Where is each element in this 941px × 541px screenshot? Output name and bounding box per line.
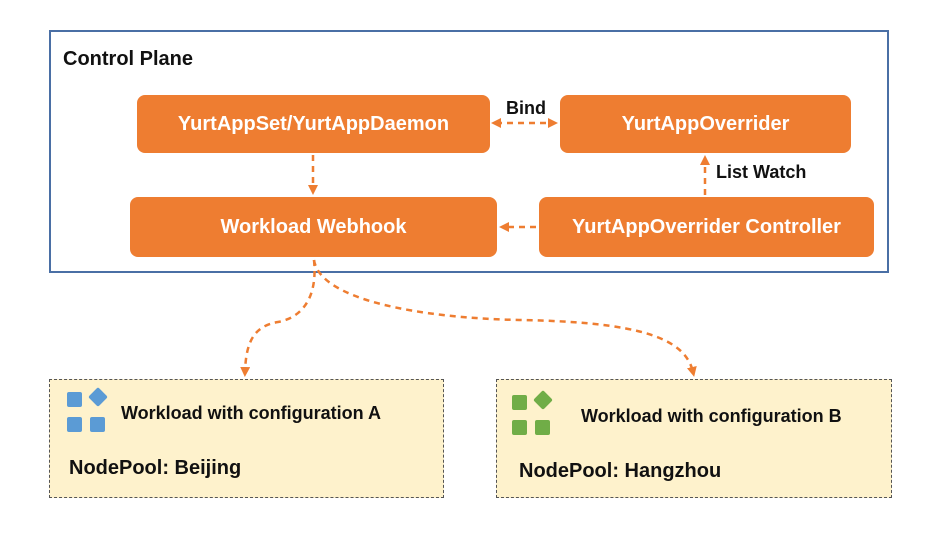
nodepool-beijing-workload-label: Workload with configuration A: [121, 403, 381, 423]
nodepool-hangzhou-workload-label: Workload with configuration B: [581, 406, 842, 426]
app-grid-icon: [67, 387, 108, 432]
nodepool-beijing-name: NodePool: Beijing: [69, 457, 242, 479]
webhook-to-beijing-arrow: [240, 259, 316, 377]
yurtappset-node: YurtAppSet/YurtAppDaemon: [137, 95, 490, 153]
yurtappoverrider-controller-node: YurtAppOverrider Controller: [539, 197, 874, 257]
webhook-to-hangzhou-arrow: [312, 259, 697, 377]
nodepool-hangzhou-box: [496, 379, 892, 498]
app-grid-icon: [512, 390, 553, 435]
bind-edge-label: Bind: [506, 98, 546, 118]
control-plane-title: Control Plane: [63, 48, 194, 70]
control-plane-boundary: [49, 30, 889, 273]
list-watch-edge-label: List Watch: [716, 162, 807, 182]
yurtappoverrider-node: YurtAppOverrider: [560, 95, 851, 153]
workload-webhook-node: Workload Webhook: [130, 197, 497, 257]
nodepool-beijing-box: [49, 379, 444, 498]
nodepool-hangzhou-name: NodePool: Hangzhou: [519, 460, 722, 482]
